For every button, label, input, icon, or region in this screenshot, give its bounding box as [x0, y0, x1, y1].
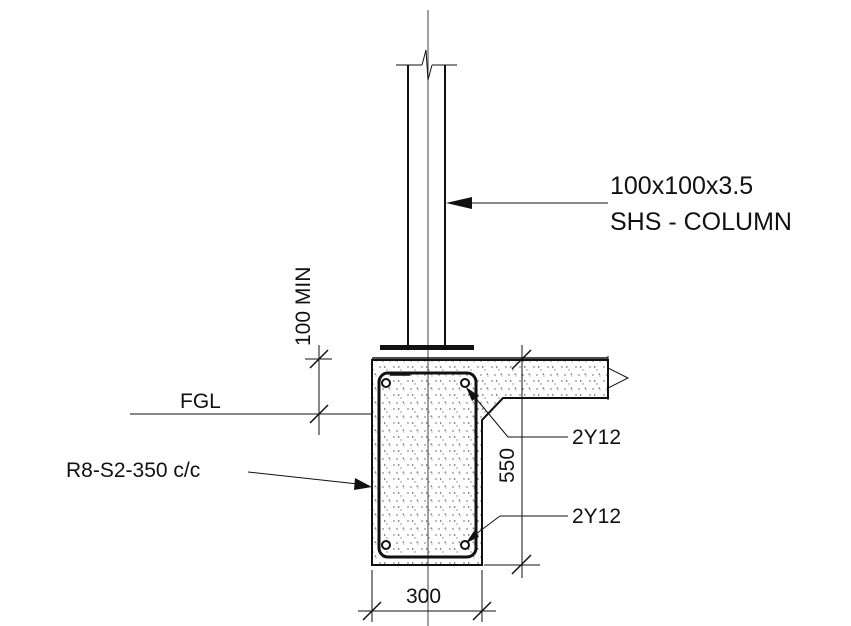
- leaders: [247, 197, 608, 543]
- base-plate: [380, 345, 474, 350]
- fgl-label: FGL: [180, 390, 221, 413]
- top-bars-label: 2Y12: [572, 426, 621, 449]
- footing-beam: [371, 356, 630, 566]
- stirrup-label: R8-S2-350 c/c: [66, 459, 200, 482]
- column-type-label: SHS - COLUMN: [610, 208, 792, 236]
- depth-dimension: [484, 345, 540, 578]
- column-size-label: 100x100x3.5: [610, 172, 753, 200]
- beam-width-label: 300: [406, 585, 441, 608]
- min-embed-dimension: [305, 345, 332, 435]
- min-embed-label: 100 MIN: [292, 267, 315, 346]
- rebar-dots: [381, 378, 470, 550]
- bottom-bars-label: 2Y12: [572, 505, 621, 528]
- beam-depth-label: 550: [496, 448, 519, 483]
- shs-column: [396, 49, 457, 345]
- width-dimension: [358, 570, 496, 622]
- stirrup: [377, 371, 478, 559]
